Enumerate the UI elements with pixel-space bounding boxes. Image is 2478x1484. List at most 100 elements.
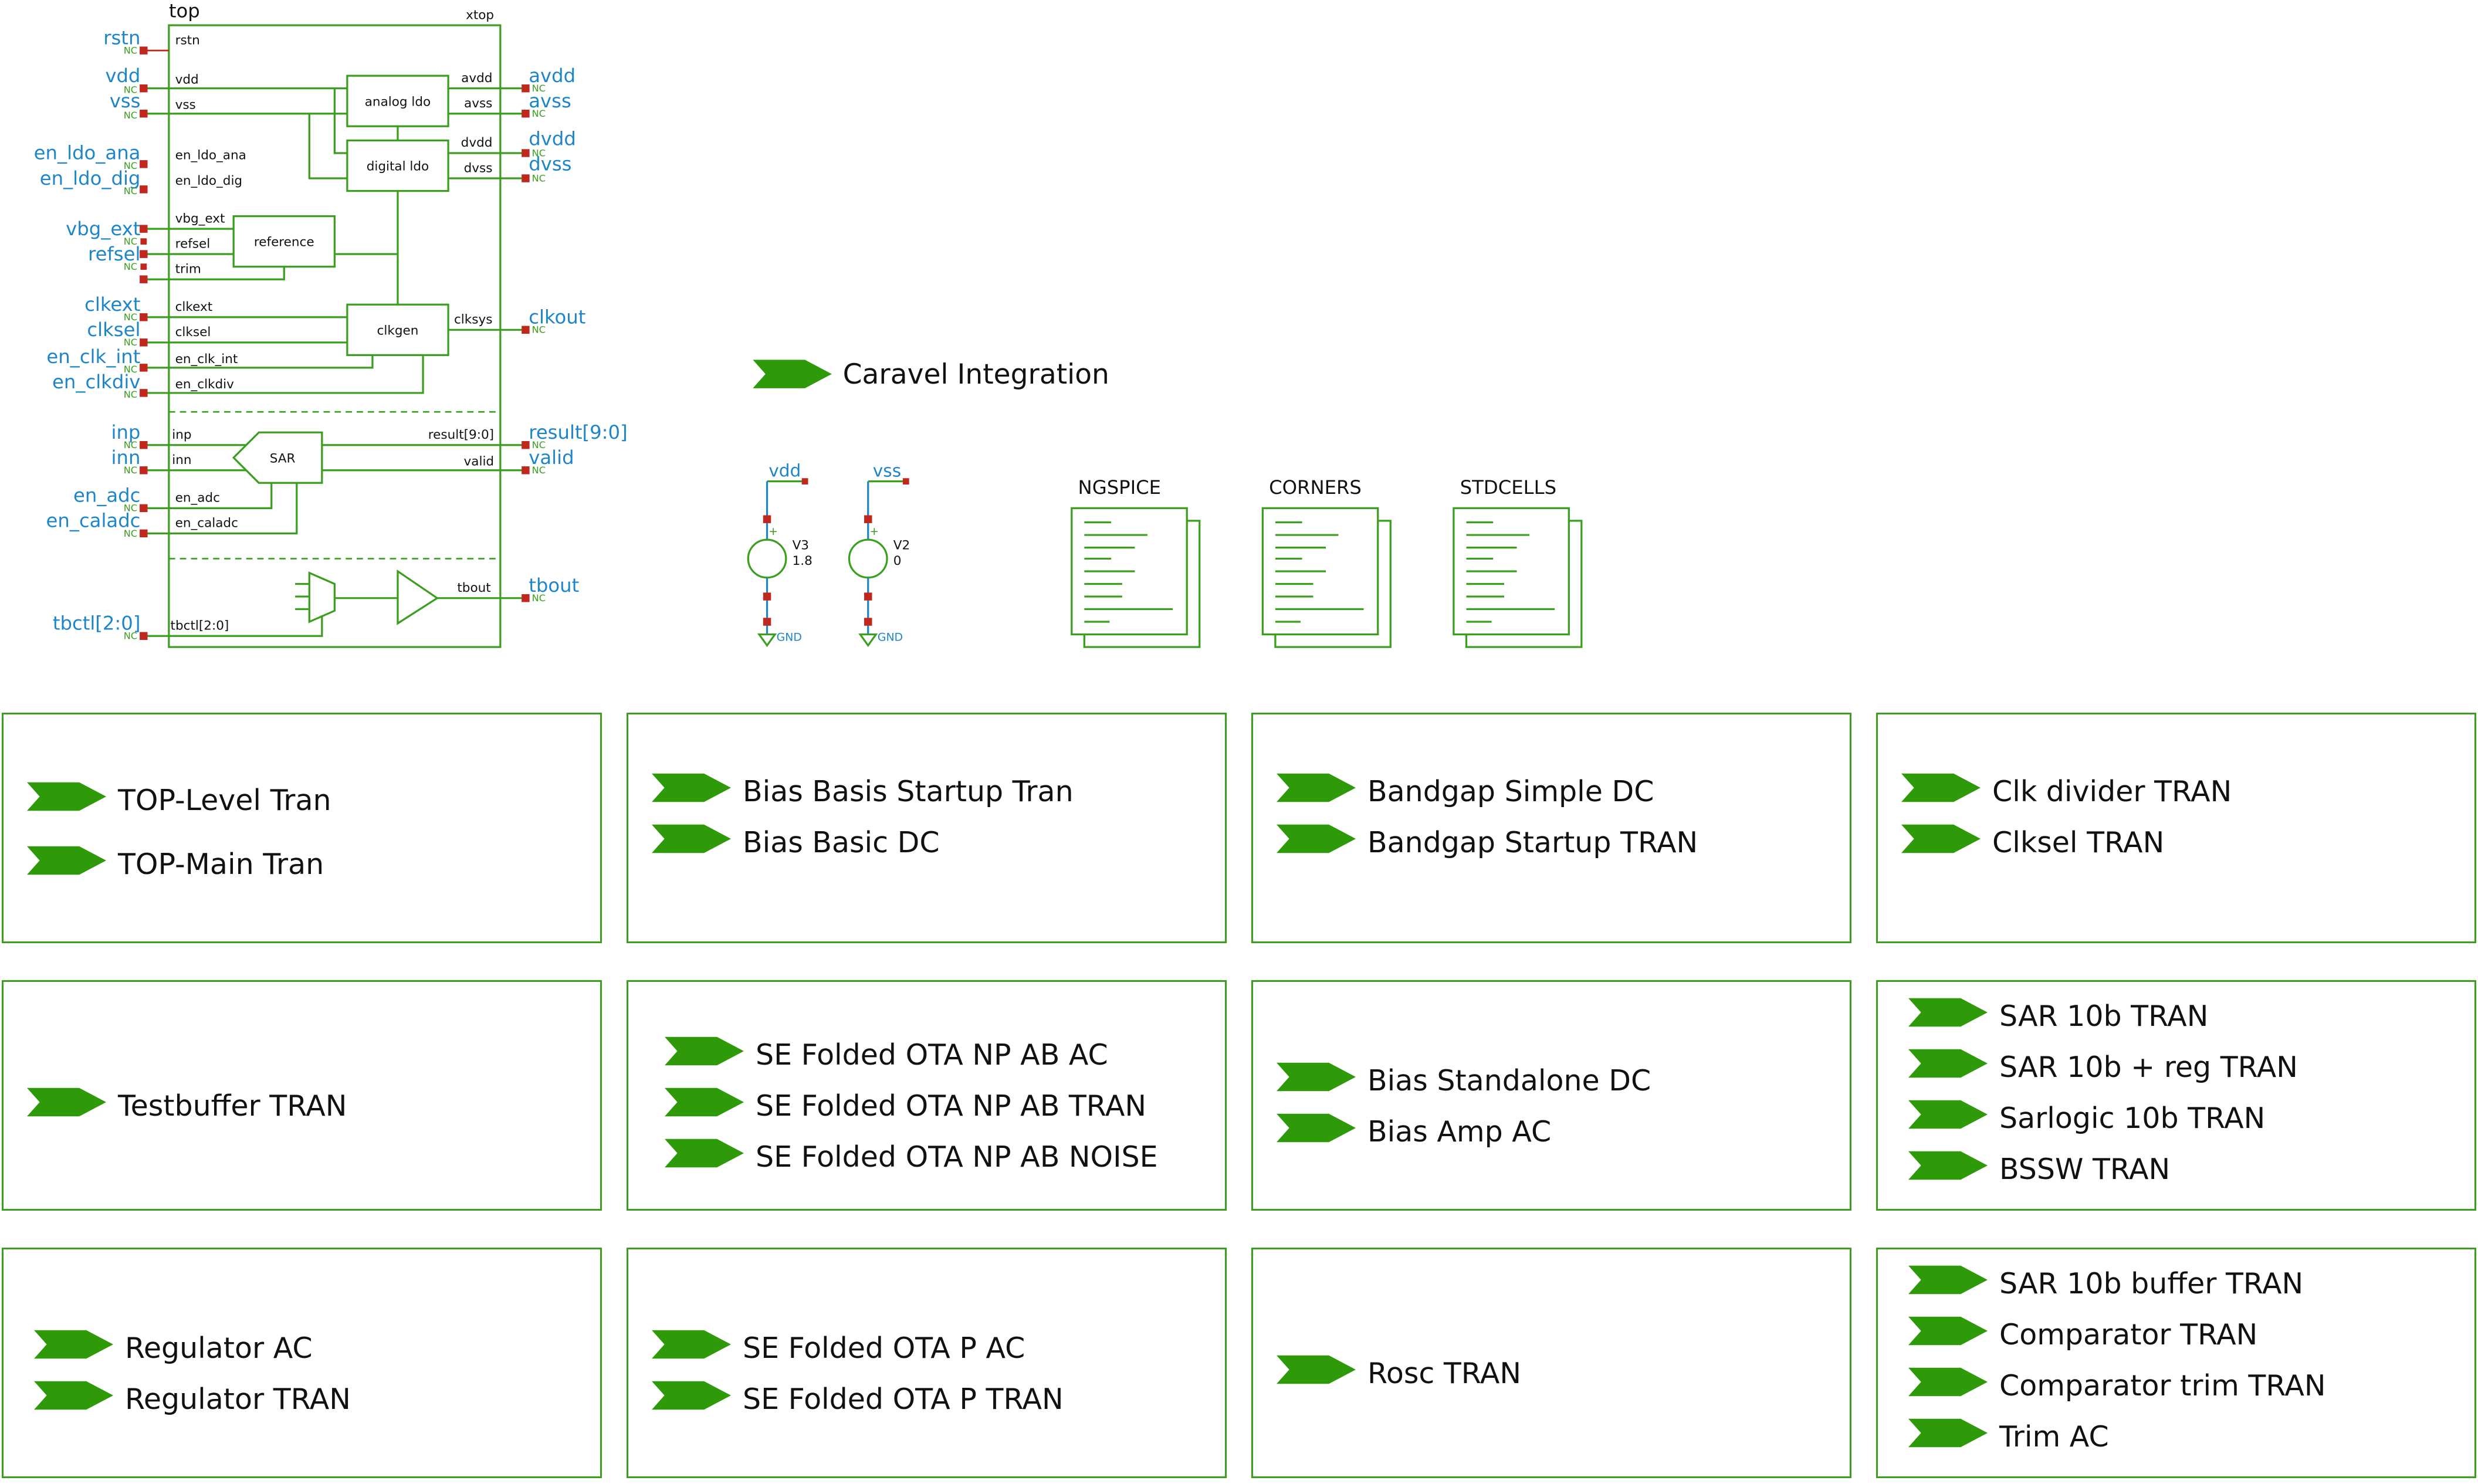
testbench-link[interactable]: Bandgap Startup TRAN [1277, 824, 1698, 860]
arrow-icon [1277, 1355, 1356, 1391]
testbench-panel: Bandgap Simple DC Bandgap Startup TRAN [1251, 713, 1851, 943]
testbench-label: Comparator trim TRAN [1999, 1368, 2326, 1402]
arrow-icon [1908, 1367, 1988, 1404]
testbench-link[interactable]: Bias Basic DC [652, 824, 940, 860]
testbench-link[interactable]: Bias Standalone DC [1277, 1062, 1651, 1099]
testbench-link[interactable]: SE Folded OTA P AC [652, 1330, 1025, 1366]
caravel-integration-link[interactable]: Caravel Integration [753, 358, 1109, 391]
ngspice-file[interactable]: NGSPICE [1071, 476, 1201, 648]
pin-label-clkext: clkext [175, 300, 213, 314]
testbench-link[interactable]: Clk divider TRAN [1901, 773, 2232, 809]
pin-label-dvss: dvss [464, 161, 493, 175]
testbench-panel: Testbuffer TRAN [2, 980, 602, 1211]
nc-marker: NC [532, 592, 546, 604]
testbench-link[interactable]: Regulator AC [34, 1330, 313, 1366]
testbench-link[interactable]: SAR 10b buffer TRAN [1908, 1265, 2303, 1302]
nc-marker: NC [124, 110, 137, 121]
top-symbol[interactable] [168, 24, 502, 648]
pin-label-refsel: refsel [175, 236, 211, 251]
pin-label-en-caladc: en_caladc [175, 516, 238, 531]
testbench-link[interactable]: TOP-Level Tran [27, 782, 331, 818]
testbench-link[interactable]: BSSW TRAN [1908, 1151, 2170, 1187]
net-clksel: clksel [87, 319, 140, 341]
testbench-panel: Clk divider TRAN Clksel TRAN [1876, 713, 2476, 943]
net-avss: avss [529, 90, 571, 112]
testbench-link[interactable]: SAR 10b + reg TRAN [1908, 1049, 2298, 1085]
net-inp: inp [111, 421, 141, 443]
testbench-label: Bandgap Simple DC [1367, 774, 1654, 808]
voltage-source-v3[interactable] [747, 480, 805, 648]
testbench-link[interactable]: Comparator trim TRAN [1908, 1367, 2326, 1404]
nc-marker: NC [124, 389, 137, 400]
testbench-panel: Bias Standalone DC Bias Amp AC [1251, 980, 1851, 1211]
testbench-label: Clksel TRAN [1992, 825, 2165, 859]
net-avdd: avdd [529, 65, 576, 87]
testbench-label: SE Folded OTA NP AB NOISE [756, 1140, 1158, 1174]
testbench-link[interactable]: Regulator TRAN [34, 1381, 351, 1417]
net-vbg-ext: vbg_ext [66, 218, 140, 240]
arrow-icon [652, 1330, 731, 1366]
pin-label-vbg-ext: vbg_ext [175, 211, 225, 226]
arrow-icon [1277, 1113, 1356, 1150]
testbench-link[interactable]: Bandgap Simple DC [1277, 773, 1654, 809]
testbench-panel: SE Folded OTA P AC SE Folded OTA P TRAN [627, 1248, 1227, 1478]
source-name-v3: V3 [793, 538, 809, 553]
testbench-link[interactable]: SAR 10b TRAN [1908, 998, 2208, 1034]
plus-sign: + [769, 526, 778, 538]
testbench-label: Bias Basis Startup Tran [743, 774, 1074, 808]
corners-file[interactable]: CORNERS [1261, 476, 1392, 648]
testbench-link[interactable]: TOP-Main Tran [27, 846, 324, 882]
testbench-label: Clk divider TRAN [1992, 774, 2232, 808]
gnd-label: GND [878, 631, 903, 643]
net-en-ldo-ana: en_ldo_ana [34, 142, 141, 164]
arrow-icon [1277, 1062, 1356, 1099]
nc-marker: NC [532, 172, 546, 184]
testbench-link[interactable]: SE Folded OTA P TRAN [652, 1381, 1064, 1417]
testbench-link[interactable]: Testbuffer TRAN [27, 1087, 347, 1124]
pin-label-vss: vss [175, 98, 196, 113]
pin-label-result: result[9:0] [428, 428, 494, 442]
net-rstn: rstn [103, 26, 140, 49]
pin-label-inn: inn [172, 453, 191, 467]
testbench-link[interactable]: SE Folded OTA NP AB AC [665, 1036, 1108, 1073]
testbench-label: SE Folded OTA P TRAN [743, 1382, 1064, 1416]
pin-label-rstn: rstn [175, 33, 200, 48]
nc-marker: NC [532, 465, 546, 476]
arrow-icon [34, 1381, 113, 1417]
arrow-icon [665, 1139, 744, 1175]
testbench-label: Testbuffer TRAN [118, 1089, 347, 1123]
pin-label-avss: avss [464, 96, 492, 111]
voltage-source-v2[interactable] [848, 480, 906, 648]
testbench-link[interactable]: Bias Amp AC [1277, 1113, 1551, 1150]
arrow-icon [1277, 773, 1356, 809]
testbench-link[interactable]: Rosc TRAN [1277, 1355, 1521, 1391]
arrow-icon [34, 1330, 113, 1366]
testbench-link[interactable]: Bias Basis Startup Tran [652, 773, 1074, 809]
stdcells-file[interactable]: STDCELLS [1453, 476, 1583, 648]
net-valid: valid [529, 446, 574, 469]
net-clkext: clkext [84, 293, 140, 316]
testbench-link[interactable]: Comparator TRAN [1908, 1316, 2257, 1353]
testbench-link[interactable]: Trim AC [1908, 1418, 2109, 1455]
source-net-vss: vss [873, 461, 901, 481]
source-value-v2: 0 [893, 554, 902, 568]
nc-marker: NC [124, 185, 137, 196]
sar-label: SAR [270, 451, 296, 466]
instance-name: xtop [466, 8, 494, 22]
testbench-link[interactable]: Clksel TRAN [1901, 824, 2164, 860]
testbench-link[interactable]: SE Folded OTA NP AB NOISE [665, 1139, 1158, 1175]
file-label: NGSPICE [1078, 476, 1162, 499]
net-en-clkdiv: en_clkdiv [52, 371, 140, 393]
arrow-icon [665, 1087, 744, 1124]
arrow-icon [1908, 1049, 1988, 1085]
testbench-link[interactable]: SE Folded OTA NP AB TRAN [665, 1087, 1146, 1124]
pin-label-clksel: clksel [175, 325, 211, 340]
testbench-link[interactable]: Sarlogic 10b TRAN [1908, 1100, 2265, 1136]
arrow-icon [652, 824, 731, 860]
internal-wiring [143, 87, 526, 637]
mux-symbol [308, 571, 336, 624]
digital-ldo-block [346, 139, 449, 192]
arrow-icon [27, 1087, 106, 1124]
arrow-icon [1908, 1418, 1988, 1455]
pin-label-en-clk-int: en_clk_int [175, 352, 238, 367]
